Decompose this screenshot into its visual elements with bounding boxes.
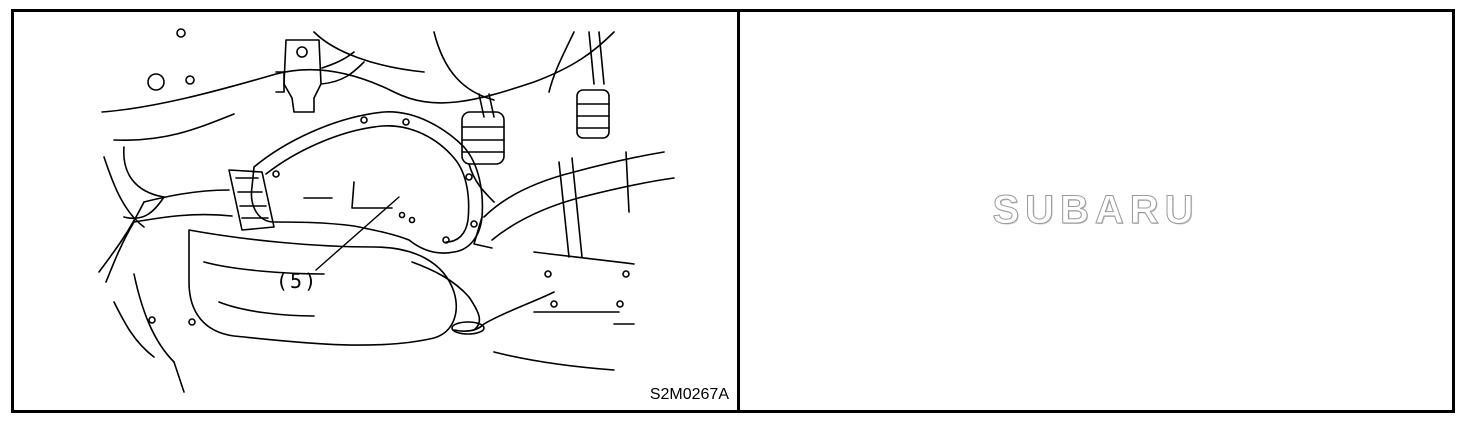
figure-code: S2M0267A <box>649 386 729 403</box>
brand-watermark: SUBARU <box>992 188 1200 233</box>
callout-label-5: (5) <box>276 269 319 293</box>
figure-frame: (5) S2M0267A SUBARU <box>11 9 1455 413</box>
watermark-panel: SUBARU <box>740 12 1452 410</box>
illustration-panel: (5) S2M0267A <box>14 12 737 410</box>
exhaust-manifold-cover-illustration <box>98 28 675 393</box>
panel-divider <box>737 12 740 410</box>
